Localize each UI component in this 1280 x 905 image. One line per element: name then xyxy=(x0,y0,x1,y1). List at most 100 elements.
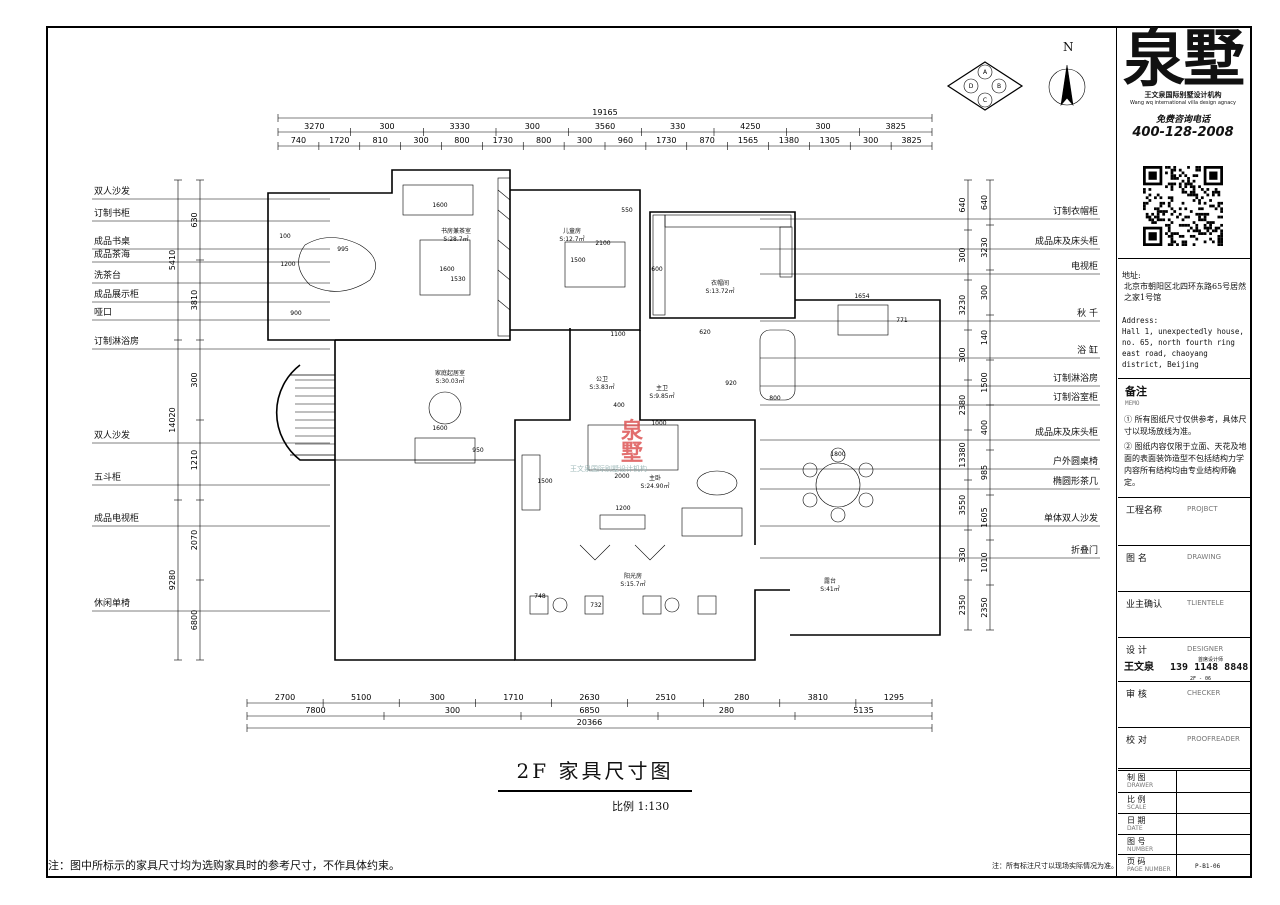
dresser xyxy=(521,454,541,511)
field-divider xyxy=(1118,637,1250,638)
qr-module xyxy=(1184,243,1188,246)
dim-text: 300 xyxy=(413,136,428,145)
qr-module xyxy=(1211,240,1215,244)
qr-module xyxy=(1167,234,1171,238)
qr-module xyxy=(1189,190,1193,194)
room-name: 公卫 xyxy=(595,376,608,383)
qr-module xyxy=(1143,207,1146,211)
room-area: S:9.85㎡ xyxy=(649,393,675,400)
dim-text: 300 xyxy=(958,247,967,262)
qr-module xyxy=(1143,188,1146,191)
dim-text: 630 xyxy=(190,212,199,227)
field-label-en: DRAWING xyxy=(1187,553,1222,561)
room-area: S:12.7㎡ xyxy=(559,236,585,243)
furniture-dim: 900 xyxy=(290,310,302,317)
furniture-dim: 771 xyxy=(896,317,908,324)
qr-module xyxy=(1195,226,1199,230)
field-label: 页 码 xyxy=(1127,857,1146,866)
qr-module xyxy=(1178,212,1182,216)
qr-module xyxy=(1189,182,1193,186)
right-callout-label: 椭圆形茶几 xyxy=(1052,477,1098,487)
bath-walls xyxy=(639,330,756,545)
furniture-dim: 1200 xyxy=(615,505,630,512)
qr-module xyxy=(1189,210,1193,213)
dim-text: 300 xyxy=(577,136,592,145)
qr-module xyxy=(1200,207,1204,211)
qr-module xyxy=(1187,166,1190,169)
study-walls xyxy=(267,169,511,341)
dim-text: 330 xyxy=(670,122,685,131)
qr-module xyxy=(1170,171,1174,175)
dim-text: 5410 xyxy=(168,250,177,270)
qr-module xyxy=(1192,179,1196,183)
dim-text: 20366 xyxy=(577,718,602,727)
qr-module xyxy=(1145,201,1149,205)
qr-module xyxy=(1217,193,1221,197)
left-callout-label: 成品书桌 xyxy=(94,237,131,247)
divider xyxy=(1118,378,1250,379)
designer-phone: 139 1148 8848 xyxy=(1170,662,1249,673)
qr-module xyxy=(1167,243,1171,246)
dim-text: 740 xyxy=(291,136,306,145)
living-sofa xyxy=(414,437,476,464)
qr-module xyxy=(1198,201,1201,205)
qr-module xyxy=(1154,207,1157,211)
qr-module xyxy=(1159,196,1163,200)
dim-text: 1305 xyxy=(820,136,840,145)
qr-module xyxy=(1176,243,1179,246)
qr-module xyxy=(1195,223,1199,227)
qr-code xyxy=(1143,166,1223,246)
dim-text: 300 xyxy=(190,372,199,387)
qr-module xyxy=(1165,232,1168,235)
dim-text: 3270 xyxy=(304,122,324,131)
qr-module xyxy=(1206,212,1210,216)
qr-module xyxy=(1184,240,1188,244)
dim-text: 1210 xyxy=(190,450,199,470)
furniture-dim: 620 xyxy=(699,329,711,336)
qr-module xyxy=(1198,199,1201,202)
right-callout-label: 成品床及床头柜 xyxy=(1034,428,1098,438)
right-callout-label: 单体双人沙发 xyxy=(1043,514,1098,524)
qr-module xyxy=(1173,232,1177,235)
qr-module xyxy=(1220,229,1223,233)
furniture-dim: 1500 xyxy=(537,478,552,485)
qr-module xyxy=(1192,243,1196,246)
qr-module xyxy=(1203,212,1207,216)
qr-module xyxy=(1211,229,1215,233)
qr-module xyxy=(1198,185,1201,189)
drawing-title: 2F 家具尺寸图 xyxy=(516,759,674,783)
dim-text: 800 xyxy=(536,136,551,145)
memo-en: MEMO xyxy=(1125,400,1140,407)
qr-module xyxy=(1159,218,1163,222)
hotline-number: 400-128-2008 xyxy=(1132,125,1234,140)
qr-module xyxy=(1159,210,1163,213)
field-label-en: NUMBER xyxy=(1127,846,1154,853)
qr-module xyxy=(1173,174,1177,178)
qr-module xyxy=(1217,204,1221,208)
furniture-dim: 600 xyxy=(651,266,663,273)
dim-text: 13380 xyxy=(958,442,967,467)
qr-module xyxy=(1170,234,1174,238)
qr-module xyxy=(1167,218,1171,222)
dim-text: 2350 xyxy=(980,597,989,617)
qr-module xyxy=(1192,221,1196,224)
dim-text: 3230 xyxy=(958,295,967,315)
field-divider xyxy=(1118,497,1250,498)
qr-module xyxy=(1167,166,1171,169)
qr-module xyxy=(1209,221,1212,224)
qr-module xyxy=(1170,237,1174,241)
qr-module xyxy=(1167,182,1171,186)
qr-module xyxy=(1151,221,1155,224)
field-label-en: PROJBCT xyxy=(1187,505,1218,513)
qr-module xyxy=(1148,193,1152,197)
field-label-en: SCALE xyxy=(1127,804,1147,811)
qr-module xyxy=(1217,237,1221,241)
dim-text: 1380 xyxy=(779,136,799,145)
qr-module xyxy=(1195,166,1199,169)
stair-curve xyxy=(275,364,335,461)
qr-module xyxy=(1189,193,1193,197)
